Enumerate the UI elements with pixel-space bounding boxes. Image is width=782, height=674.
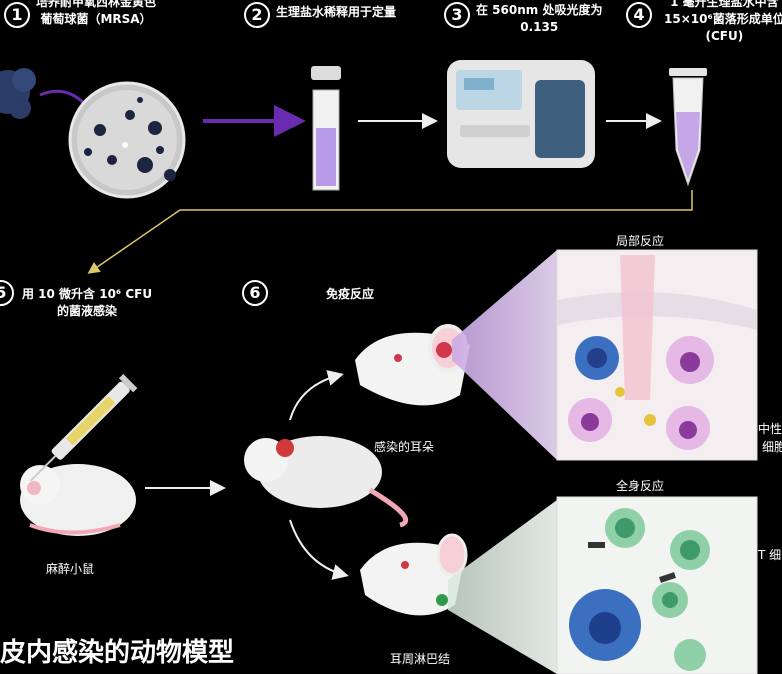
step-6-label: 免疫反应 [326,287,375,301]
step-1-number: 1 [4,2,30,28]
local-response-panel [556,249,758,461]
infected-ear-caption: 感染的耳朵 [374,440,435,454]
step-4-number: 4 [626,2,652,28]
neutrophil-label: 中性 [758,422,782,436]
bacteria-cluster-icon [0,68,36,119]
yellow-connector-arrow [87,190,693,274]
mouse-icon [244,436,409,528]
lymph-node-caption: 耳周淋巴结 [390,652,451,666]
step-1-label: 培养耐甲氧西林金黄色葡萄球菌（MRSA） [36,0,157,26]
systemic-response-caption: 全身反应 [616,479,665,493]
zoom-beam-systemic [448,500,557,674]
systemic-response-panel [556,496,758,674]
infected-ear-mouse-head-icon [355,324,470,406]
anesthetized-mouse-icon [20,464,136,536]
step-2-number: 2 [244,2,270,28]
petri-dish-icon [68,81,186,199]
neutrophil-label-2: 细胞 [762,440,782,454]
centrifuge-tube-icon [669,68,707,187]
step-2-label: 生理盐水稀释用于定量 [276,5,397,19]
step-6-number: 6 [242,280,268,306]
t-cell-label: T 细 [758,548,782,562]
lymph-node-mouse-head-icon [360,533,468,616]
step-3-number: 3 [444,2,470,28]
cuvette-icon [311,66,341,191]
main-title: 皮内感染的动物模型 [0,638,235,668]
local-response-caption: 局部反应 [616,234,665,248]
syringe-icon [29,374,138,482]
zoom-beam-local [452,250,557,460]
spectrophotometer-icon [447,60,595,168]
anesthetized-mouse-caption: 麻醉小鼠 [46,562,95,576]
